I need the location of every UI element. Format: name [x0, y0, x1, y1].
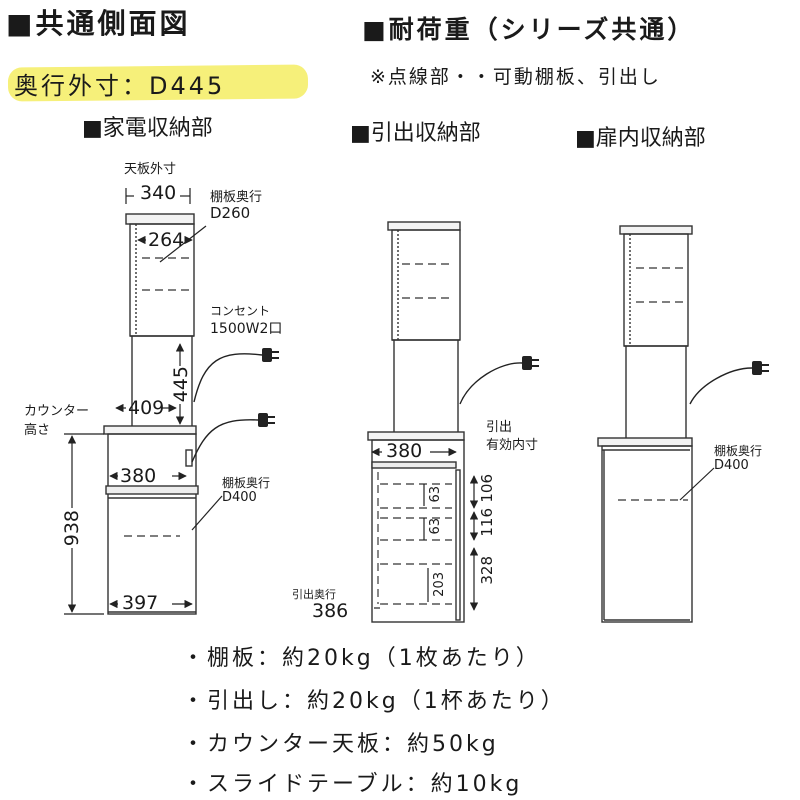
dim-203: 203: [432, 572, 447, 597]
pull-depth-value: 386: [312, 600, 349, 622]
load-title: ■耐荷重（シリーズ共通）: [362, 15, 696, 44]
dimension-lines: [64, 188, 715, 615]
outlet-value: 1500W2口: [210, 321, 283, 337]
dim-938: 938: [61, 510, 83, 547]
dim-63b: 63: [428, 518, 443, 535]
outlet-label: コンセント: [210, 304, 271, 318]
counter-label-2: 高さ: [24, 423, 51, 438]
plugs: [258, 348, 769, 427]
depth-label: 奥行外寸：D445: [14, 72, 226, 100]
section-drawer: ■引出収納部: [350, 121, 481, 146]
dim-445: 445: [170, 366, 192, 403]
power-cords: [191, 353, 753, 463]
dim-380-drawer: 380: [386, 440, 423, 462]
door-shelf-label: 棚板奥行: [714, 444, 763, 458]
spec-slide-table: ・スライドテーブル：約10kg: [182, 772, 523, 797]
door-shelf-value: D400: [714, 458, 749, 473]
spec-shelf: ・棚板：約20kg（1枚あたり）: [182, 646, 541, 671]
top-board-label: 天板外寸: [124, 162, 177, 177]
spec-drawer: ・引出し：約20kg（1杯あたり）: [182, 689, 566, 714]
shelf2-label: 棚板奥行: [222, 476, 271, 490]
page-title: ■共通側面図: [6, 7, 191, 40]
spec-counter: ・カウンター天板：約50kg: [182, 732, 499, 757]
appliance-cabinet: [103, 213, 199, 615]
dim-63a: 63: [428, 486, 443, 503]
section-appliance: ■家電収納部: [82, 116, 213, 141]
load-note: ※点線部・・可動棚板、引出し: [370, 66, 661, 88]
dim-340: 340: [140, 182, 177, 204]
dim-380-appliance: 380: [120, 465, 157, 487]
section-door: ■扉内収納部: [575, 126, 706, 151]
dim-116: 116: [478, 508, 496, 537]
drawer-cabinet: [367, 221, 465, 623]
shelf-depth-value: D260: [210, 204, 251, 222]
dim-397: 397: [122, 592, 159, 614]
shelf2-value: D400: [222, 490, 257, 505]
dim-409: 409: [128, 397, 165, 419]
dim-264: 264: [148, 229, 185, 251]
dim-106: 106: [478, 474, 496, 503]
dim-328: 328: [478, 556, 496, 585]
pull-label: 引出: [486, 420, 513, 435]
pull-label-2: 有効内寸: [486, 438, 539, 453]
door-cabinet: [597, 225, 693, 623]
pull-depth-label: 引出奥行: [292, 588, 336, 601]
counter-label: カウンター: [24, 404, 90, 419]
shelf-depth-label: 棚板奥行: [210, 190, 263, 205]
